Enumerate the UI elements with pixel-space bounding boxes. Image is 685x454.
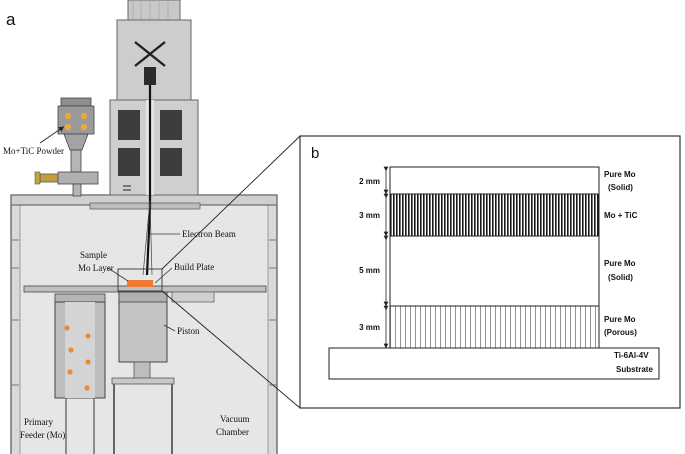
coil-left-lower (118, 148, 140, 176)
sample-label-line2: Mo Layer (78, 263, 114, 273)
layer-name-4-line2: (Porous) (604, 328, 637, 337)
substrate-label-line1: Ti-6Al-4V (614, 351, 649, 360)
sample-highlight-box (117, 268, 163, 292)
layer-mo-tic (389, 193, 600, 237)
layer-name-2-line1: Mo + TiC (604, 211, 638, 220)
filament-icon (134, 41, 166, 67)
powder-label-arrow (39, 126, 65, 144)
layer-name-3-line2: (Solid) (608, 273, 633, 282)
coil-right-upper (160, 110, 182, 140)
coil-right-lower (160, 148, 182, 176)
panel-b-letter: b (311, 145, 319, 162)
substrate-block (328, 347, 660, 380)
feeder-label-line2: Feeder (Mo) (20, 430, 65, 440)
thickness-label-4: 3 mm (359, 323, 380, 332)
layer-name-1-line2: (Solid) (608, 183, 633, 192)
build-plate-leader (154, 267, 173, 284)
panel-b: b 2 mm 3 mm 5 mm 3 mm Pure Mo (Solid) Mo… (299, 135, 681, 409)
layer-pure-mo-solid-middle (389, 235, 600, 307)
substrate-label-line2: Substrate (616, 365, 653, 374)
thickness-label-2: 3 mm (359, 211, 380, 220)
piston-cylinder (111, 291, 175, 454)
panel-a: a (3, 0, 278, 454)
coil-left-upper (118, 110, 140, 140)
thickness-label-1: 2 mm (359, 177, 380, 186)
layer-name-3-line1: Pure Mo (604, 259, 636, 268)
sample-mo-layer (127, 280, 153, 287)
piston-label: Piston (177, 326, 200, 336)
sample-label-leader (107, 267, 129, 282)
chamber-label-line1: Vacuum (220, 414, 250, 424)
layer-name-1-line1: Pure Mo (604, 170, 636, 179)
layer-pure-mo-porous (389, 305, 600, 349)
electron-beam-column (109, 0, 199, 196)
powder-label: Mo+TiC Powder (3, 146, 64, 156)
build-plate-label: Build Plate (174, 262, 214, 272)
layer-name-4-line1: Pure Mo (604, 315, 636, 324)
primary-feeder (54, 293, 106, 454)
feeder-label-line1: Primary (24, 417, 53, 427)
piston-leader (163, 324, 176, 332)
sample-label-line1: Sample (80, 250, 107, 260)
panel-a-letter: a (6, 10, 16, 29)
chamber-label-line2: Chamber (216, 427, 249, 437)
thickness-label-3: 5 mm (359, 266, 380, 275)
electron-beam-label: Electron Beam (182, 229, 236, 239)
layer-pure-mo-solid-top (389, 166, 600, 195)
powder-hopper (34, 97, 99, 197)
zoom-line-top (161, 135, 301, 270)
zoom-line-bottom (161, 290, 301, 409)
